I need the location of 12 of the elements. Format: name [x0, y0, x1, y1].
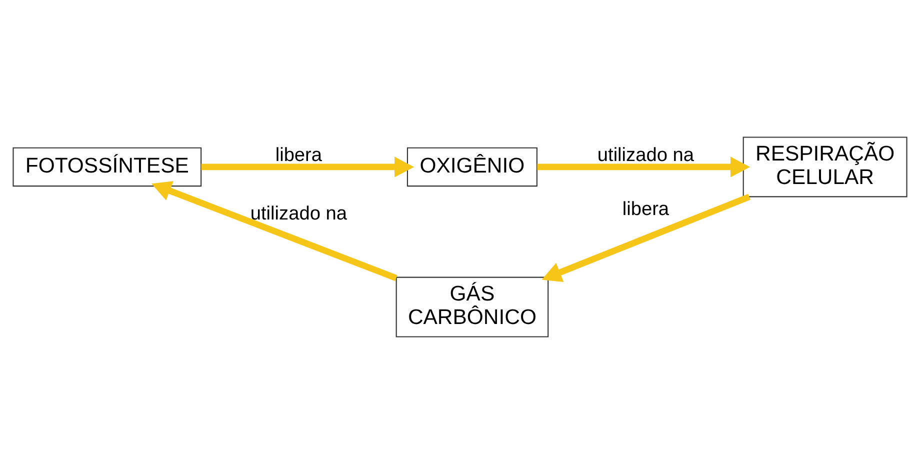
- arrow: [542, 193, 750, 282]
- node-box: GÁS CARBÔNICO: [396, 276, 549, 337]
- edge-label: libera: [275, 144, 322, 166]
- edge-label: libera: [622, 198, 670, 220]
- node-box: FOTOSSÍNTESE: [12, 146, 202, 186]
- arrow: [537, 156, 750, 177]
- edge-label: utilizado na: [250, 202, 347, 224]
- node-box: OXIGÊNIO: [406, 146, 538, 186]
- edge-label: utilizado na: [597, 144, 694, 166]
- arrow: [152, 180, 398, 281]
- arrow: [201, 156, 414, 177]
- node-box: RESPIRAÇÃO CELULAR: [742, 136, 908, 197]
